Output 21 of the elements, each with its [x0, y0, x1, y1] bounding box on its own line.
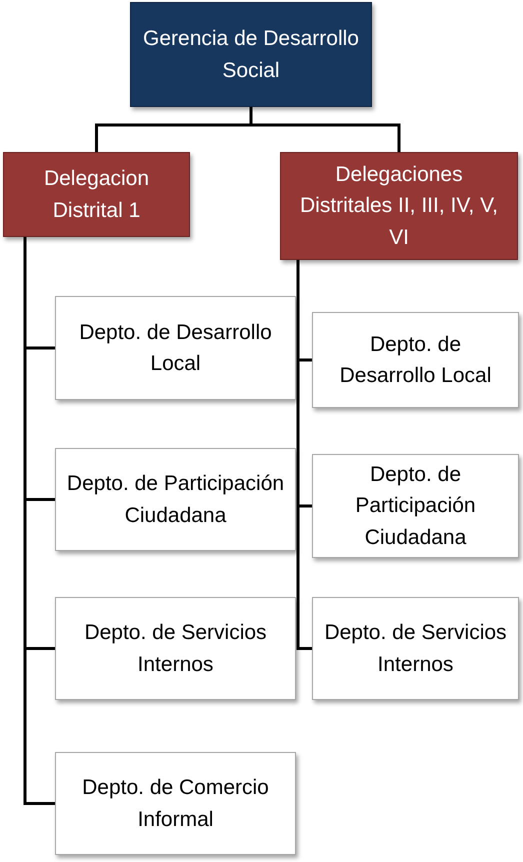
unit-box	[3, 152, 190, 237]
box-label: Depto. de Participación Ciudadana	[66, 471, 286, 528]
department-box	[55, 597, 296, 700]
department-box	[312, 312, 519, 408]
box-label: Gerencia de Desarrollo Social	[142, 26, 360, 84]
box-label: Delegaciones Distritales II, III, IV, V, VI	[298, 162, 500, 251]
unit-box	[280, 152, 518, 260]
box-label: Depto. de Desarrollo Local	[78, 320, 273, 377]
department-box	[55, 448, 296, 551]
department-box	[55, 296, 296, 400]
connector-line	[296, 260, 312, 650]
department-box	[55, 752, 296, 855]
box-label: Depto. de Comercio Informal	[81, 775, 270, 832]
box-label: Depto. de Desarrollo Local	[338, 332, 492, 389]
box-label: Depto. de Servicios Internos	[323, 620, 508, 678]
unit-box	[130, 2, 372, 107]
department-box	[312, 454, 519, 558]
box-label: Depto. de Servicios Internos	[83, 620, 268, 678]
box-label: Depto. de Participación Ciudadana	[354, 462, 477, 551]
department-box	[312, 597, 519, 700]
box-label: Delegacion Distrital 1	[42, 166, 150, 224]
